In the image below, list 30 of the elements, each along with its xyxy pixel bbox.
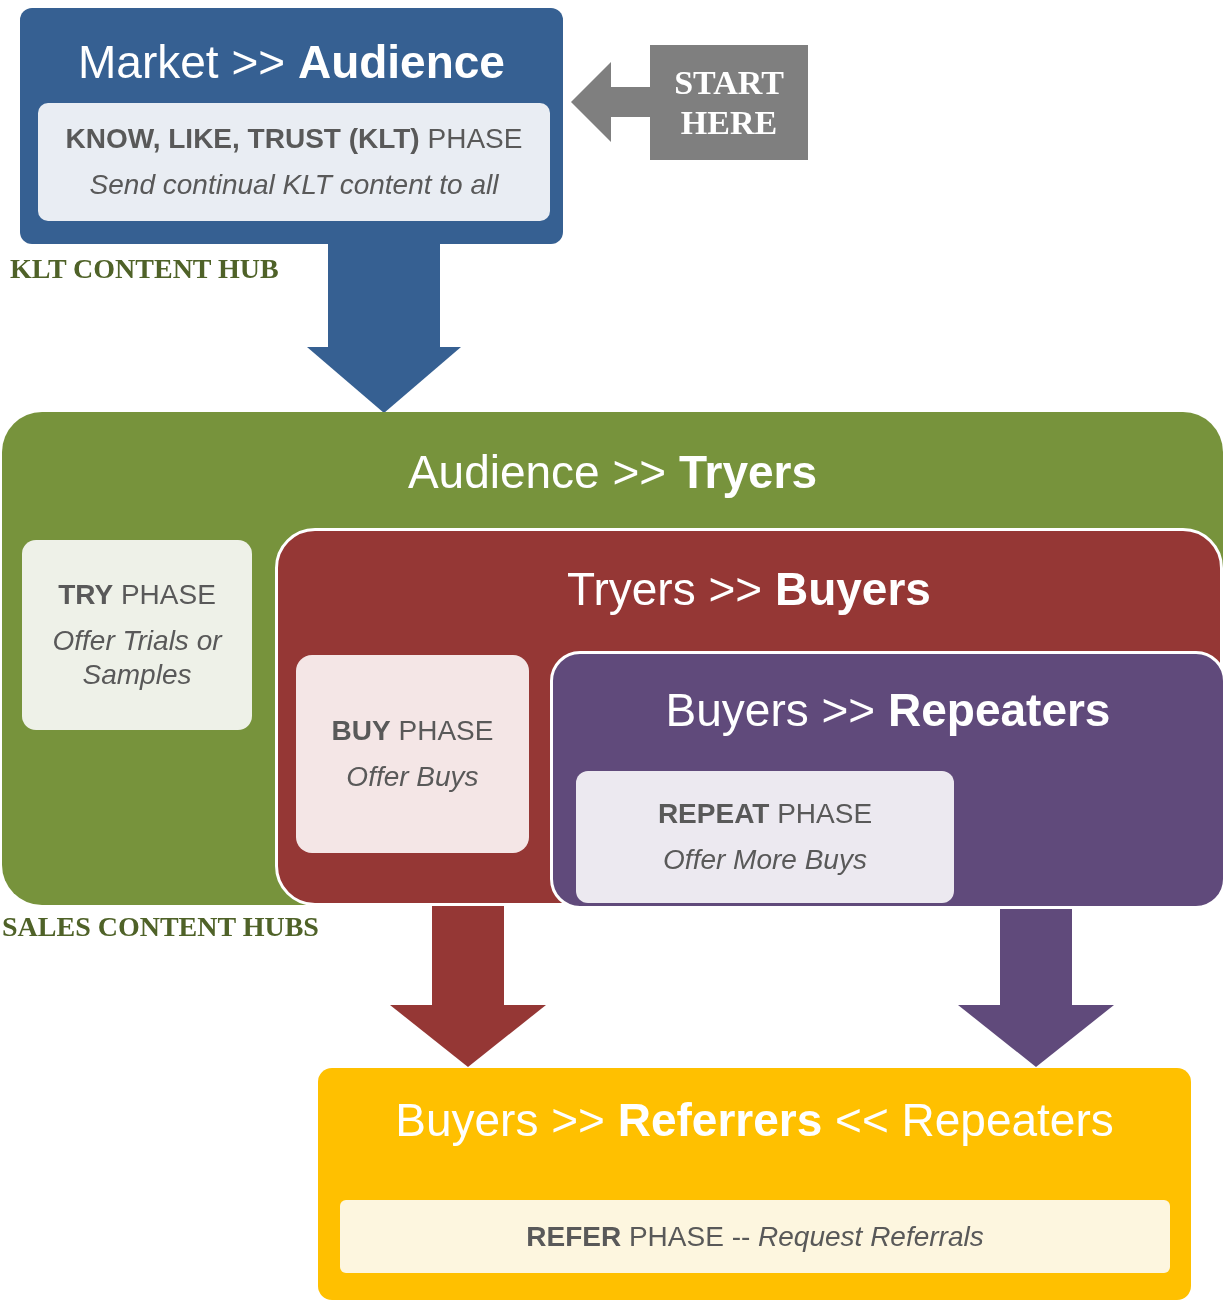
stage-panel: [20, 8, 563, 244]
phase-label: REPEAT PHASE: [657, 797, 873, 831]
hub-label: KLT CONTENT HUB: [10, 253, 279, 285]
phase-label: KNOW, LIKE, TRUST (KLT) PHASE: [65, 122, 523, 156]
phase-label: BUY PHASE: [331, 714, 494, 748]
phase-description: Offer Buys: [346, 760, 479, 794]
phase-box: [340, 1200, 1170, 1273]
phase-box: [22, 540, 252, 730]
phase-label: TRY PHASE: [58, 578, 216, 612]
stage-title: Tryers >> Buyers: [567, 562, 931, 617]
phase-box: [296, 655, 529, 853]
block-arrow: [390, 906, 546, 1067]
phase-description: Offer Trials or Samples: [51, 624, 224, 692]
stage-title: Buyers >> Referrers << Repeaters: [395, 1093, 1114, 1148]
block-arrow: [307, 244, 461, 413]
stage-title: Audience >> Tryers: [407, 445, 818, 500]
block-arrow: [571, 62, 650, 142]
start-box: [650, 45, 808, 160]
stage-panel: [550, 651, 1225, 909]
stage-panel: [318, 1068, 1191, 1300]
stage-title: Market >> Audience: [78, 35, 505, 90]
hub-label: SALES CONTENT HUBS: [2, 911, 319, 943]
phase-description: Send continual KLT content to all: [89, 168, 499, 202]
phase-label: REFER PHASE -- Request Referrals: [526, 1219, 984, 1254]
phase-box: [576, 771, 954, 903]
stage-title: Buyers >> Repeaters: [665, 683, 1111, 738]
start-label: START HERE: [673, 62, 785, 143]
stage-panel: [275, 528, 1223, 906]
phase-box: [38, 103, 550, 221]
phase-description: Offer More Buys: [663, 843, 867, 877]
